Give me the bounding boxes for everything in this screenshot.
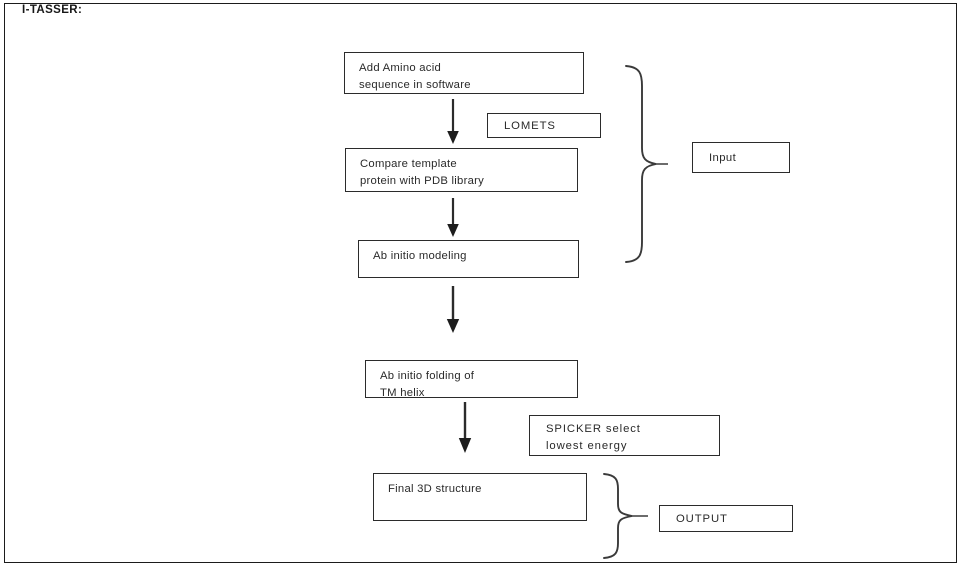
arrow-modeling-to-folding bbox=[444, 286, 462, 334]
arrow-compare-to-modeling bbox=[444, 198, 462, 238]
brace-input-group bbox=[618, 62, 670, 266]
node-ab-initio-folding[interactable]: Ab initio folding of TM helix bbox=[365, 360, 578, 399]
annotation-spicker[interactable]: SPICKER select lowest energy bbox=[529, 415, 720, 456]
arrow-folding-to-final bbox=[456, 402, 474, 454]
node-add-sequence[interactable]: Add Amino acid sequence in software bbox=[344, 52, 584, 94]
brace-output-group bbox=[596, 470, 650, 562]
annotation-output[interactable]: OUTPUT bbox=[659, 505, 793, 532]
page-title: I-TASSER: bbox=[22, 4, 83, 16]
node-final-3d-structure[interactable]: Final 3D structure bbox=[373, 473, 587, 521]
annotation-lomets[interactable]: LOMETS bbox=[487, 113, 601, 138]
annotation-input[interactable]: Input bbox=[692, 142, 790, 173]
node-ab-initio-modeling[interactable]: Ab initio modeling bbox=[358, 240, 579, 278]
node-compare-template[interactable]: Compare template protein with PDB librar… bbox=[345, 148, 578, 192]
arrow-add-to-compare bbox=[444, 99, 462, 145]
